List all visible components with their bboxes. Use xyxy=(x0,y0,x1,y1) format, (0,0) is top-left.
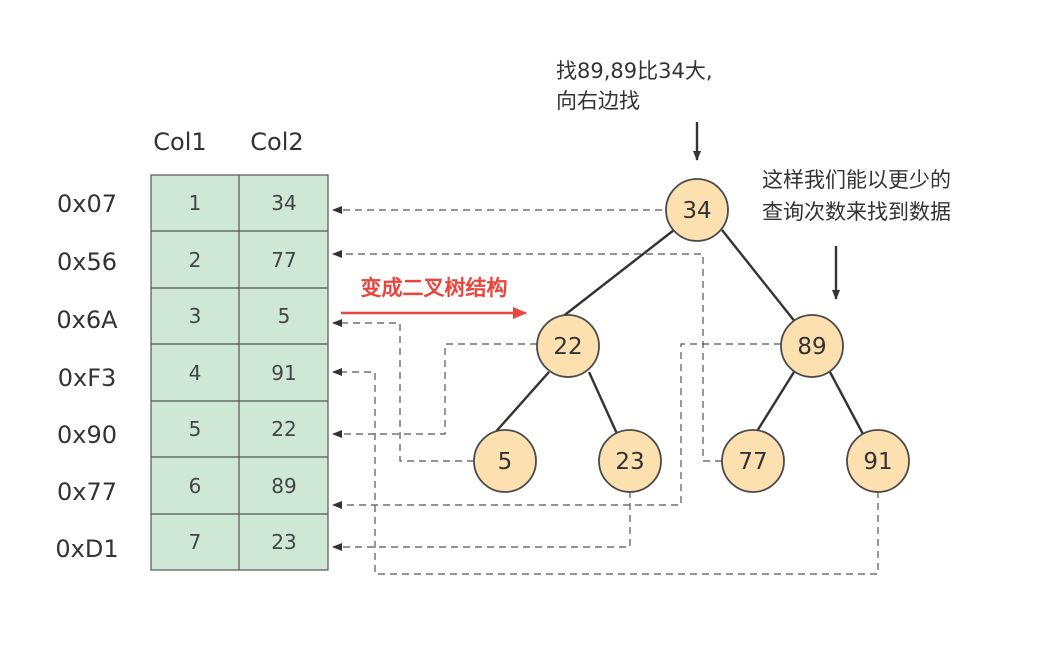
table-cell-col1: 1 xyxy=(189,191,202,215)
tree-node-label: 22 xyxy=(553,334,582,360)
data-table xyxy=(150,174,329,571)
table-cell-col1: 5 xyxy=(189,417,202,441)
tree-node-label: 77 xyxy=(738,449,767,475)
tree-node-label: 34 xyxy=(682,198,711,224)
table-cell-col1: 3 xyxy=(189,304,202,328)
ref-line-23 xyxy=(332,491,631,551)
row-address: 0x90 xyxy=(57,421,117,449)
reference-lines xyxy=(332,206,879,575)
tree-node-91: 91 xyxy=(846,429,910,493)
tree-node-label: 91 xyxy=(863,449,892,475)
tree-node-22: 22 xyxy=(536,314,600,378)
table-cell-col2: 23 xyxy=(271,530,296,554)
row-address: 0xF3 xyxy=(58,364,117,392)
ref-line-89 xyxy=(332,343,781,509)
tree-node-23: 23 xyxy=(598,429,662,493)
table-cell-col1: 4 xyxy=(189,361,202,385)
row-address: 0x6A xyxy=(56,306,118,334)
table-cell-col2: 91 xyxy=(271,361,296,385)
efficiency-note-line2: 查询次数来找到数据 xyxy=(762,200,951,224)
row-address: 0x07 xyxy=(57,190,117,218)
tree-node-label: 5 xyxy=(498,449,513,475)
tree-node-label: 23 xyxy=(615,449,644,475)
table-cell-col1: 7 xyxy=(189,530,202,554)
row-address: 0x56 xyxy=(57,248,117,276)
table-cell-col2: 5 xyxy=(278,304,291,328)
col1-header: Col1 xyxy=(153,128,206,156)
tree-node-label: 89 xyxy=(797,334,826,360)
search-note-line1: 找89,89比34大, xyxy=(556,59,713,83)
tree-edges xyxy=(491,229,866,437)
efficiency-note-line1: 这样我们能以更少的 xyxy=(762,168,951,192)
col2-header: Col2 xyxy=(250,128,303,156)
table-cell-col2: 77 xyxy=(271,248,296,272)
table-cell-col2: 34 xyxy=(271,191,296,215)
search-note-line2: 向右边找 xyxy=(556,89,640,113)
row-address: 0x77 xyxy=(57,478,117,506)
table-cell-col1: 6 xyxy=(189,474,202,498)
tree-node-root: 34 xyxy=(665,178,729,242)
transform-label: 变成二叉树结构 xyxy=(361,276,508,300)
ref-line-5 xyxy=(332,319,474,462)
table-cell-col2: 89 xyxy=(271,474,296,498)
ref-line-77 xyxy=(332,250,722,462)
tree-node-77: 77 xyxy=(721,429,785,493)
table-cell-col2: 22 xyxy=(271,417,296,441)
row-address: 0xD1 xyxy=(55,535,118,563)
tree-node-5: 5 xyxy=(473,429,537,493)
ref-line-22 xyxy=(332,343,537,438)
table-cell-col1: 2 xyxy=(189,248,202,272)
tree-node-89: 89 xyxy=(780,314,844,378)
